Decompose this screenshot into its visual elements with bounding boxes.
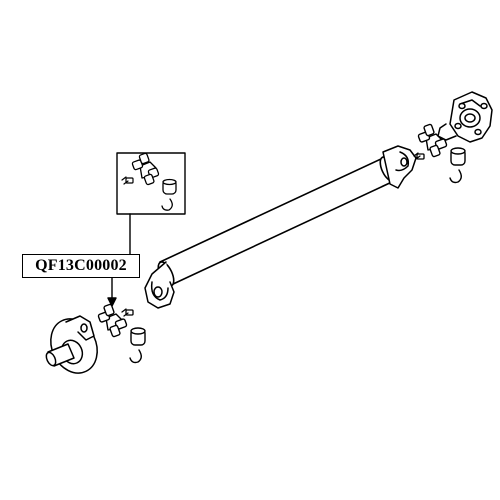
front-bolt	[121, 308, 134, 317]
right-clip	[449, 169, 462, 184]
front-clip	[129, 349, 142, 364]
part-number-label: QF13C00002	[22, 254, 140, 278]
left-tube-yoke	[144, 261, 175, 309]
front-flange-yoke	[45, 315, 98, 374]
inset-universal-joint	[131, 152, 160, 186]
inset-clip	[161, 198, 173, 211]
inset-bearing-cup	[162, 178, 177, 195]
right-bearing-cup	[450, 147, 466, 166]
front-universal-joint	[97, 303, 128, 338]
inset-detail-box	[116, 152, 186, 255]
right-snap-ring-bolt	[413, 152, 425, 160]
right-universal-joint	[417, 123, 448, 158]
front-bearing-cup	[130, 327, 146, 346]
propeller-shaft-tube	[157, 156, 397, 287]
right-tube-yoke	[382, 145, 417, 189]
label-pointer-arrow	[107, 277, 117, 307]
inset-bolt	[121, 176, 134, 185]
rear-flange-yoke	[437, 91, 493, 143]
